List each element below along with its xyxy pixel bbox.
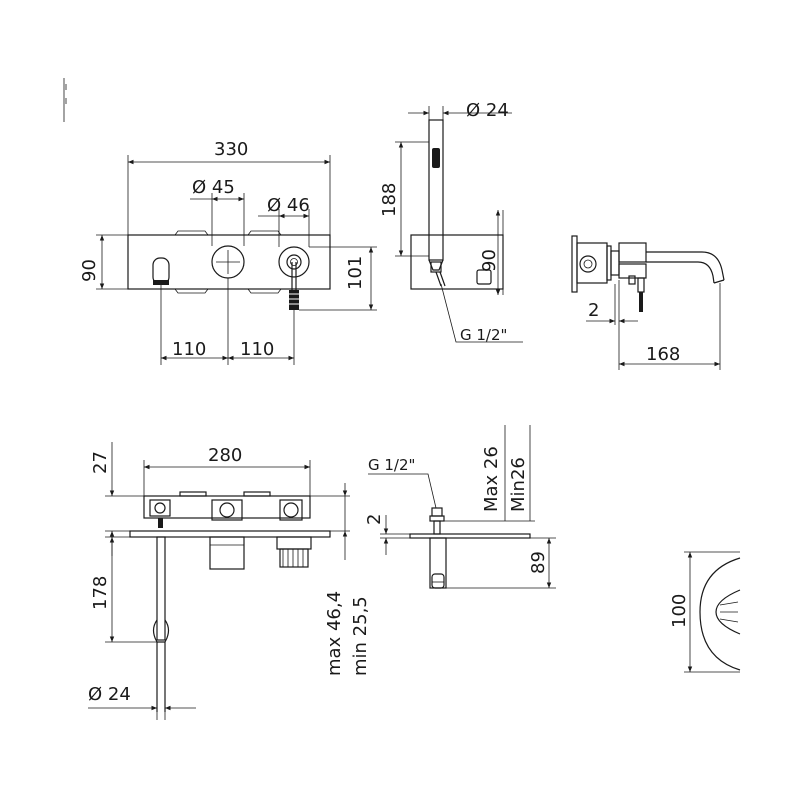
dim-168: 168 [646, 344, 680, 365]
dim-101: 101 [345, 256, 366, 290]
dim-90-side: 90 [479, 249, 500, 272]
dim-330: 330 [214, 139, 248, 160]
section-view-dimensions [368, 425, 556, 589]
dim-188: 188 [379, 183, 400, 217]
dim-max-46-4: max 46,4 [324, 591, 345, 676]
thread-g12-top: G 1/2" [460, 326, 507, 344]
dim-diameter-24-bottom: Ø 24 [88, 684, 131, 705]
spout-profile-dimensions [586, 280, 721, 370]
hand-shower-view [410, 119, 504, 290]
dim-diameter-45: Ø 45 [192, 177, 235, 198]
dim-110-right: 110 [240, 339, 274, 360]
corner-marks [63, 78, 67, 122]
dim-diameter-46: Ø 46 [267, 195, 310, 216]
dim-2-spout: 2 [588, 300, 599, 321]
spout-profile-view [571, 235, 725, 312]
dim-27: 27 [90, 451, 111, 474]
plan-view [129, 491, 331, 712]
dim-89: 89 [528, 551, 549, 574]
thread-g12-bottom: G 1/2" [368, 456, 415, 474]
dim-max-26: Max 26 [481, 446, 502, 512]
hand-shower-dimensions [395, 106, 523, 343]
dim-min-25-5: min 25,5 [350, 596, 371, 676]
front-view-dimensions [96, 155, 377, 365]
dim-diameter-24-top: Ø 24 [466, 100, 509, 121]
dim-90-front: 90 [79, 259, 100, 282]
front-view [127, 230, 331, 310]
dim-110-left: 110 [172, 339, 206, 360]
dim-178: 178 [90, 576, 111, 610]
dim-280: 280 [208, 445, 242, 466]
dim-2-section: 2 [364, 514, 385, 525]
section-view [409, 507, 531, 589]
plan-view-dimensions [88, 442, 350, 720]
dim-min-26: Min26 [508, 457, 529, 512]
dim-100: 100 [669, 594, 690, 628]
detail-view [684, 551, 741, 673]
